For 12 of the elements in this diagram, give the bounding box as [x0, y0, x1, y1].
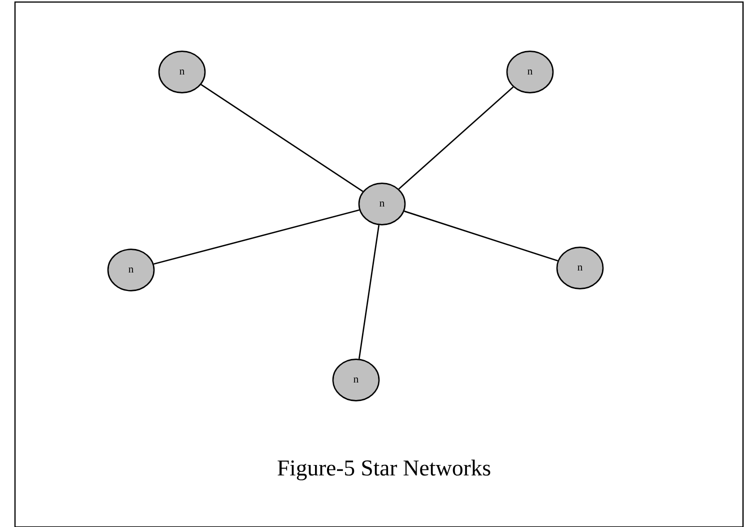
link-line [398, 86, 514, 190]
network-node: n [158, 50, 206, 94]
network-node: n [506, 50, 554, 94]
link-line [154, 209, 360, 265]
network-node: n [358, 182, 406, 226]
link-line [358, 225, 380, 359]
link-line [404, 210, 558, 262]
network-node: n [107, 248, 155, 292]
link-line [200, 84, 364, 192]
network-node: n [556, 246, 604, 290]
network-node: n [332, 358, 380, 402]
caption: Figure-5 Star Networks [278, 460, 490, 480]
